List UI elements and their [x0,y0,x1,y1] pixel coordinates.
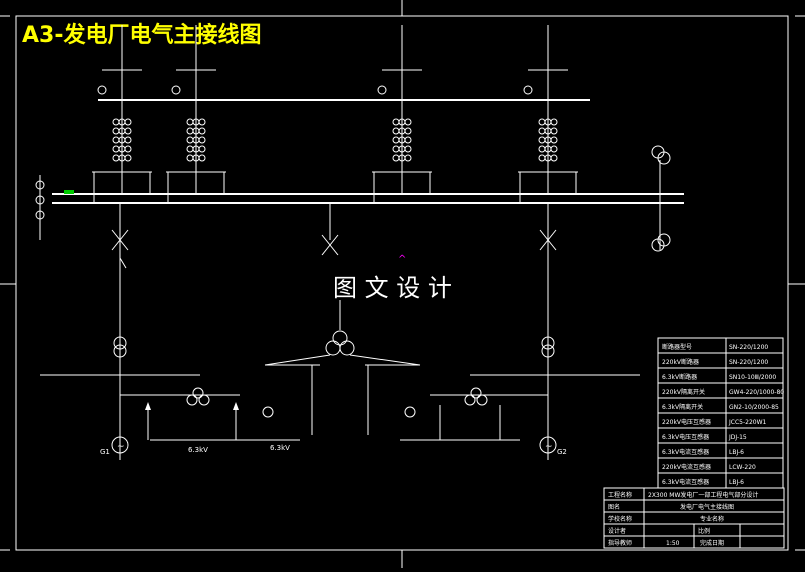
label-bus-left: 6.3kV [188,446,208,454]
equipment-model: LBJ-6 [729,449,744,456]
equipment-model: GN2-10/2000-85 [729,404,779,411]
svg-text:~: ~ [545,442,553,452]
tb-row3-value: 专业名称 [700,515,724,523]
line-bays [92,25,578,203]
equipment-name: 6.3kV隔离开关 [662,403,703,411]
left-side-pt [35,175,45,240]
equipment-name: 220kV电流互感器 [662,463,711,471]
equipment-table: 断路器型号 SN-220/1200 220kV断路器 SN-220/1200 6.3kV… [657,337,784,489]
equipment-model: SN-220/1200 [729,359,768,366]
equipment-name: 220kV电压互感器 [662,418,711,426]
line-bay [372,25,432,203]
equipment-model: SN-220/1200 [729,344,768,351]
line-bay [518,25,578,203]
watermark-text: 图 文 设 计 [333,274,452,302]
drawing-title: A3-发电厂电气主接线图 [22,22,261,48]
origin-marker: ^ [398,254,406,265]
tb-row3-label: 学校名称 [608,515,632,523]
equipment-model: LCW-220 [729,464,756,471]
line-bay [92,25,152,203]
right-side-pt [651,145,671,252]
tb-row4-value: 比例 [698,527,710,535]
green-marker [64,190,74,194]
equipment-name: 断路器型号 [662,343,692,351]
generator-g2 [539,436,557,454]
tb-row5-extra: 完成日期 [700,539,724,547]
equipment-model: SN10-10Ⅲ/2000 [729,374,776,381]
equipment-name: 6.3kV电压互感器 [662,433,709,441]
equipment-model: JCC5-220W1 [728,419,767,426]
equipment-model: GW4-220/1000-80 [729,389,784,396]
generator-left: ~ [40,203,300,460]
tb-row2-value: 发电厂电气主接线图 [680,503,734,511]
equipment-name: 6.3kV断路器 [662,373,697,381]
station-transformer [262,203,421,435]
equipment-name: 220kV断路器 [662,358,699,366]
line-bay [166,25,226,203]
equipment-name: 220kV隔离开关 [662,388,705,396]
tb-row5-value: 1:50 [666,540,680,547]
equipment-name: 6.3kV电流互感器 [662,478,709,486]
tb-row1-label: 工程名称 [608,491,632,499]
generator-g1 [111,436,129,454]
svg-text:~: ~ [117,442,125,452]
equipment-model: JDJ-15 [728,434,747,441]
tb-row4-label: 设计者 [608,527,626,535]
equipment-name: 6.3kV电流互感器 [662,448,709,456]
equipment-model: LBJ-6 [729,479,744,486]
label-g1: G1 [100,448,110,456]
label-bus-right: 6.3kV [270,444,290,452]
tb-row5-label: 指导教师 [608,539,632,547]
generator-right: ~ [400,203,640,460]
tb-row2-label: 图名 [608,503,620,511]
label-g2: G2 [557,448,567,456]
title-block: 工程名称 2X300 MW发电厂一部工程电气部分设计 图名 发电厂电气主接线图 … [603,487,785,549]
tb-row1-value: 2X300 MW发电厂一部工程电气部分设计 [648,491,758,499]
